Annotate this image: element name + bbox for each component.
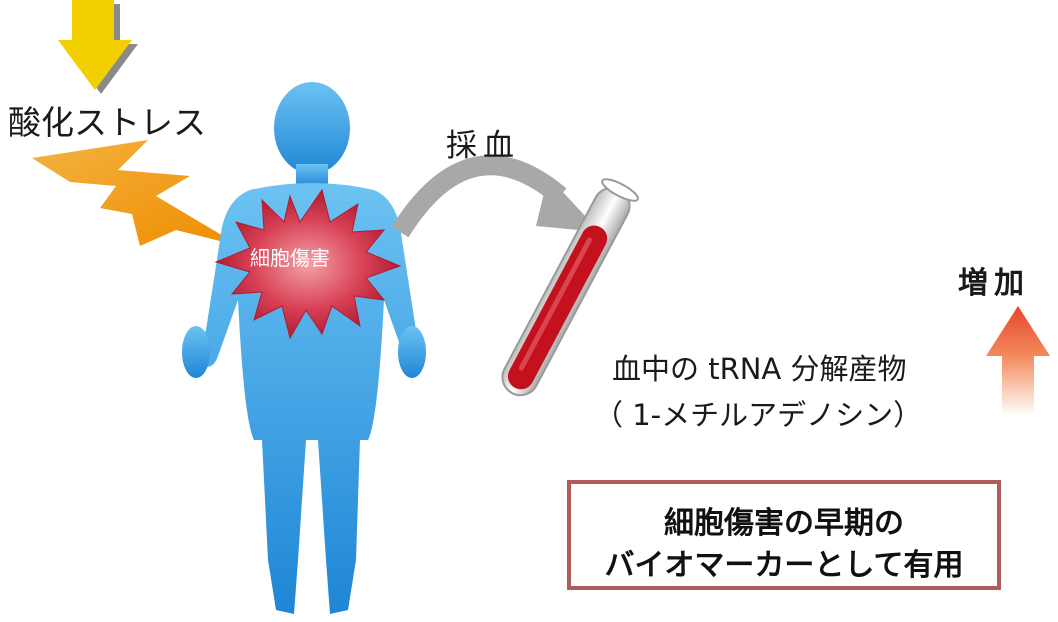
human-silhouette <box>182 82 426 614</box>
damage-burst <box>214 188 402 340</box>
product-label-line2: （ 1-メチルアデノシン） <box>594 398 923 432</box>
lightning-icon <box>32 140 240 246</box>
oxidative-stress-label: 酸化ストレス <box>8 103 206 142</box>
down-arrow-icon <box>58 0 138 94</box>
conclusion-line2: バイオマーカーとして有用 <box>604 548 964 583</box>
test-tube-icon <box>501 178 639 397</box>
conclusion-line1: 細胞傷害の早期の <box>664 506 904 541</box>
cell-damage-label: 細胞傷害 <box>250 246 330 270</box>
up-arrow-icon <box>986 306 1050 416</box>
curved-arrow-icon <box>391 155 600 238</box>
blood-sampling-label: 採血 <box>446 128 520 164</box>
increase-label: 増加 <box>958 266 1030 301</box>
product-label-line1: 血中の tRNA 分解産物 <box>612 352 907 386</box>
conclusion-box: 細胞傷害の早期の バイオマーカーとして有用 <box>567 480 1001 590</box>
